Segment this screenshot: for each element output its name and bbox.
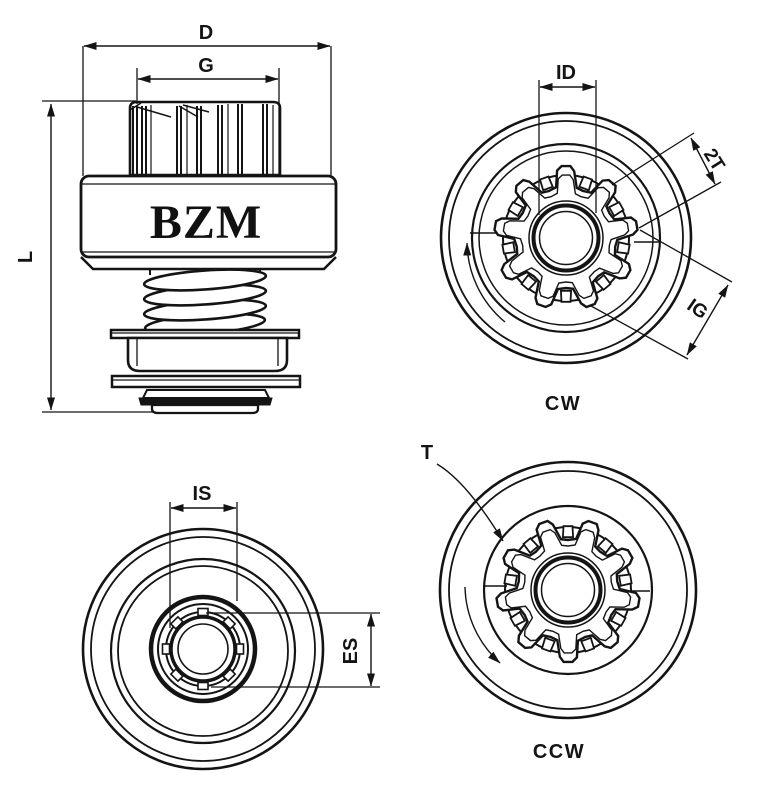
dimension-is: IS <box>169 483 238 628</box>
ratchet-notches <box>501 175 631 303</box>
housing-outer-circle <box>439 111 693 365</box>
ratchet-notches-ccw <box>503 525 633 653</box>
front-view-cw: CW ID 2T IG <box>439 62 733 415</box>
seal-ring-black <box>138 397 273 406</box>
dimension-d-label: D <box>199 22 213 44</box>
dimension-id-label: ID <box>556 62 576 84</box>
dimension-g: G <box>136 55 280 176</box>
dimension-id: ID <box>538 62 597 215</box>
dimension-l: L <box>15 100 153 413</box>
brand-text: BZM <box>150 196 262 249</box>
callout-t-label: T <box>421 442 433 464</box>
side-view: BZM D <box>15 22 338 415</box>
end-cap <box>150 403 260 415</box>
dimension-2t-label: 2T <box>699 145 729 175</box>
dimension-2t: 2T <box>611 132 729 229</box>
front-view-ccw: CCW T <box>421 442 698 763</box>
shaft-bore <box>169 615 237 683</box>
rear-view: IS ES <box>81 483 380 771</box>
dimension-es-label: ES <box>340 638 362 665</box>
dimension-g-label: G <box>198 55 214 77</box>
cw-rotation-arrow <box>463 242 506 323</box>
dimension-d: D <box>82 22 332 176</box>
cw-label: CW <box>545 393 581 415</box>
bearing-outer-ring <box>148 594 258 704</box>
spring <box>142 268 268 336</box>
collar-ring <box>141 389 271 399</box>
drive-collar <box>109 328 302 415</box>
bearing-cage-tabs <box>161 607 245 691</box>
clutch-body: BZM <box>79 174 338 271</box>
dimension-l-label: L <box>15 251 37 263</box>
ccw-rotation-arrow <box>464 586 501 664</box>
pinion-splines <box>128 100 282 177</box>
housing-outer-circle-ccw <box>438 460 698 720</box>
dimension-es: ES <box>206 612 380 688</box>
callout-t: T <box>421 442 504 542</box>
dimension-is-label: IS <box>193 483 212 505</box>
rear-outer-circle <box>81 527 325 771</box>
ccw-label: CCW <box>533 741 585 763</box>
